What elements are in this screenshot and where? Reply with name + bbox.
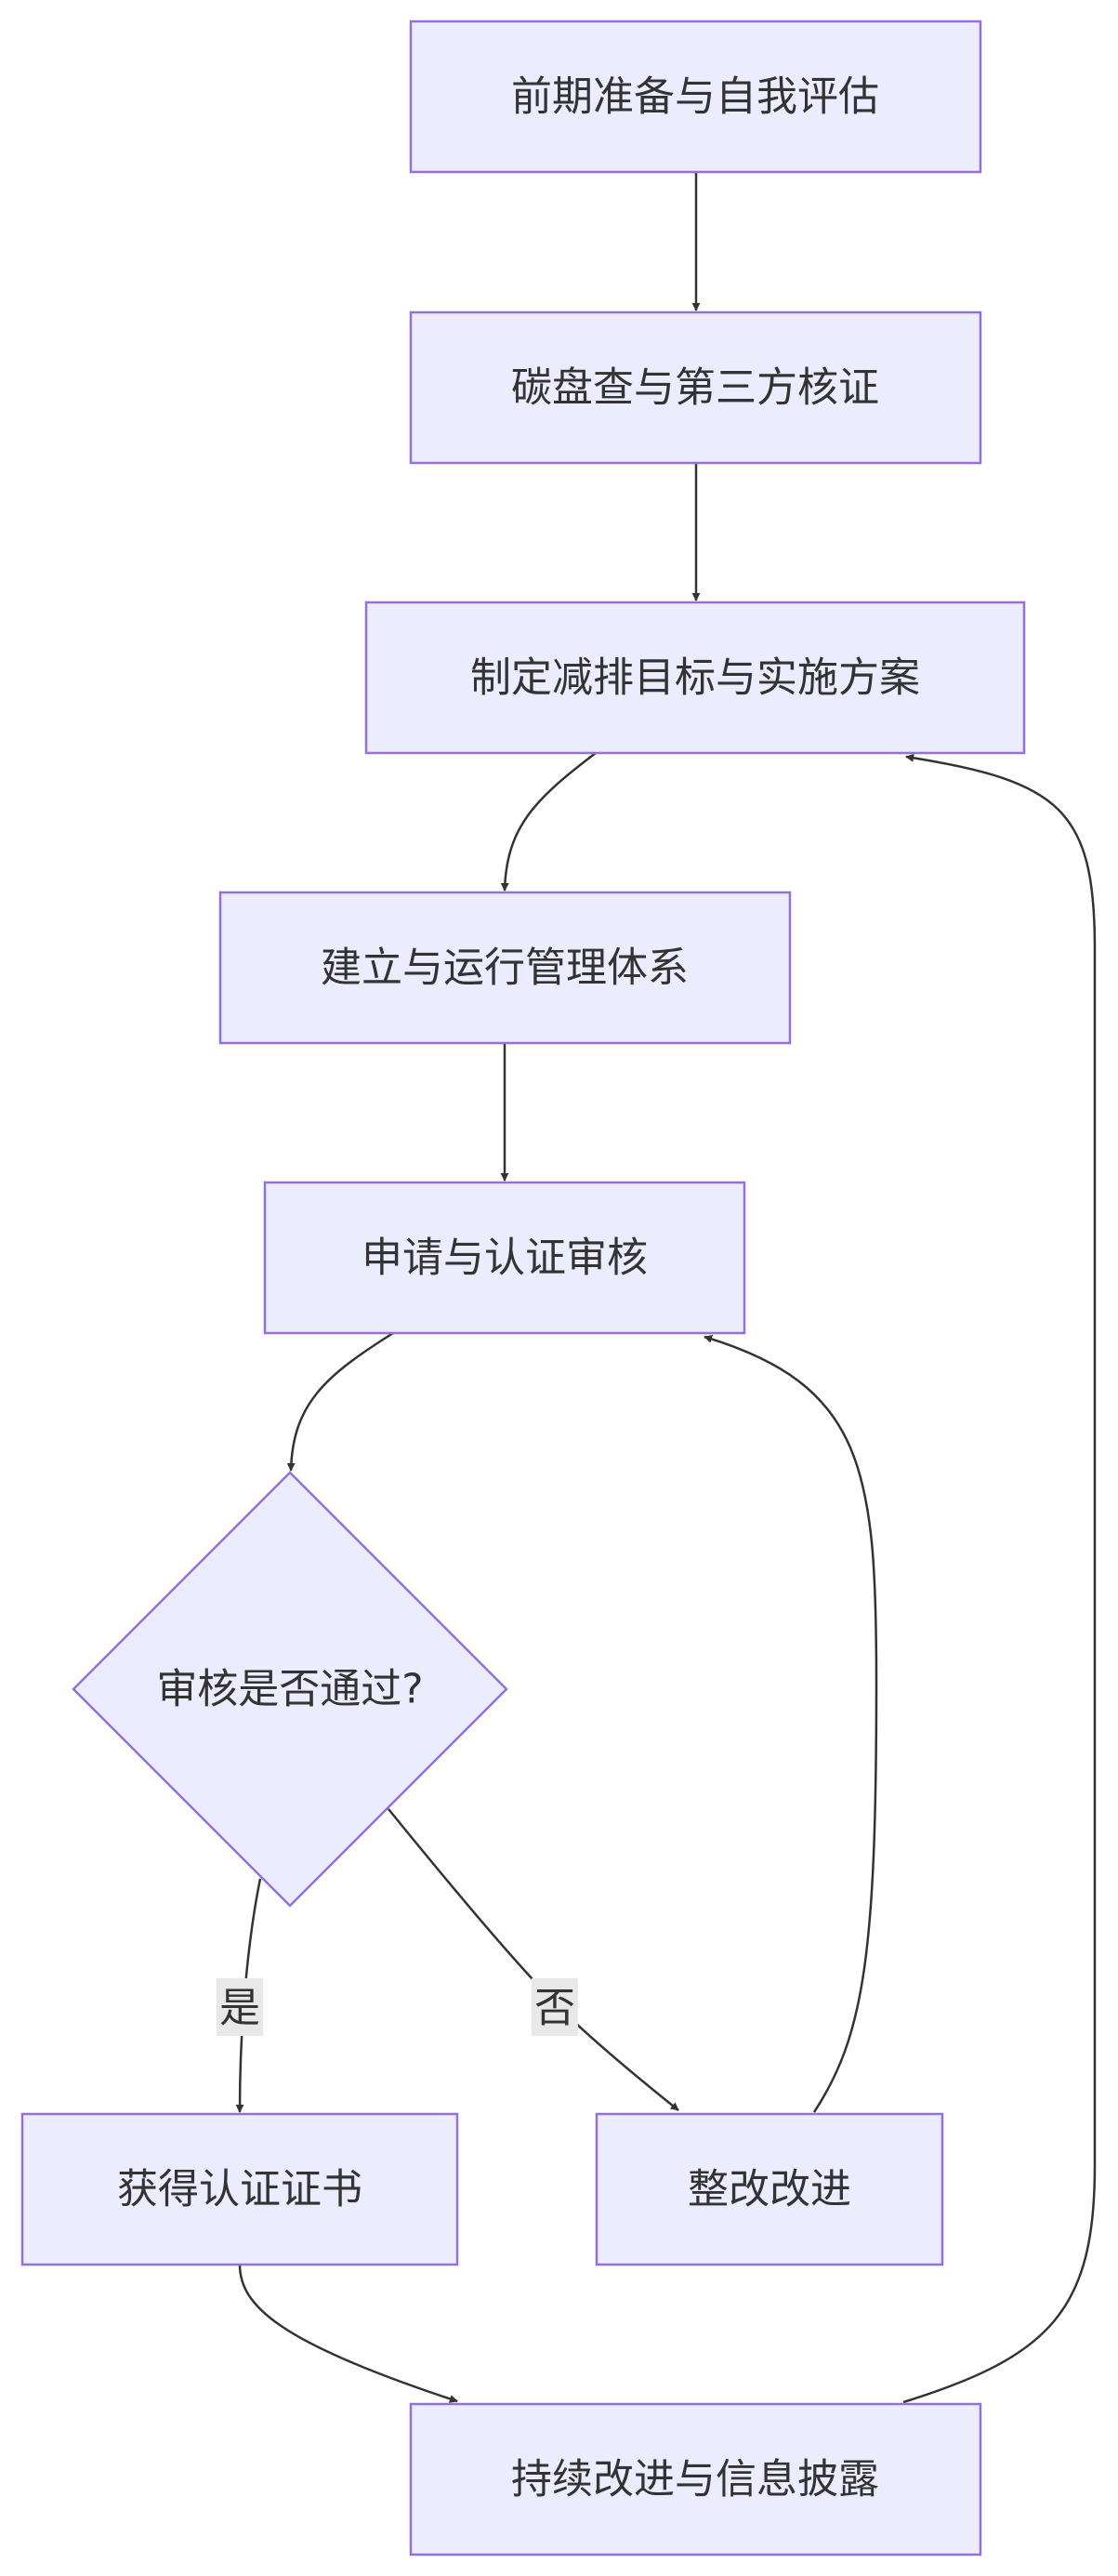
node-continuous-improvement: 持续改进与信息披露	[409, 2402, 982, 2556]
edge-n8-n5	[704, 1335, 878, 2113]
node-carbon-inventory: 碳盘查与第三方核证	[409, 310, 982, 465]
node-rectification-label: 整改改进	[688, 2166, 851, 2213]
edge-n6-n8	[388, 1808, 679, 2111]
node-reduction-targets-label: 制定减排目标与实施方案	[470, 654, 920, 702]
node-certification-audit-label: 申请与认证审核	[362, 1235, 648, 1282]
edge-n6-n7	[235, 1878, 262, 2113]
edge-label-yes-text: 是	[219, 1985, 260, 2032]
node-management-system-label: 建立与运行管理体系	[321, 945, 689, 992]
decision-audit-passed: 审核是否通过?	[72, 1471, 508, 1908]
edge-n9-n3	[902, 753, 1097, 2404]
node-reduction-targets: 制定减排目标与实施方案	[364, 601, 1026, 755]
node-rectification: 整改改进	[595, 2112, 944, 2266]
edge-label-yes: 是	[217, 1978, 263, 2036]
node-carbon-inventory-label: 碳盘查与第三方核证	[511, 364, 879, 412]
decision-audit-passed-label: 审核是否通过?	[156, 1666, 423, 1713]
node-preparation: 前期准备与自我评估	[409, 20, 982, 174]
edge-n5-n6	[286, 1331, 394, 1472]
node-obtain-certificate-label: 获得认证证书	[117, 2166, 362, 2213]
node-preparation-label: 前期准备与自我评估	[511, 73, 879, 121]
node-continuous-improvement-label: 持续改进与信息披露	[511, 2456, 879, 2503]
edge-n3-n4	[500, 752, 597, 892]
node-certification-audit: 申请与认证审核	[263, 1181, 746, 1335]
edge-label-no: 否	[532, 1978, 578, 2036]
edge-n7-n9	[238, 2264, 458, 2403]
node-obtain-certificate: 获得认证证书	[20, 2112, 459, 2266]
node-management-system: 建立与运行管理体系	[218, 891, 792, 1045]
edge-label-no-text: 否	[534, 1985, 575, 2032]
